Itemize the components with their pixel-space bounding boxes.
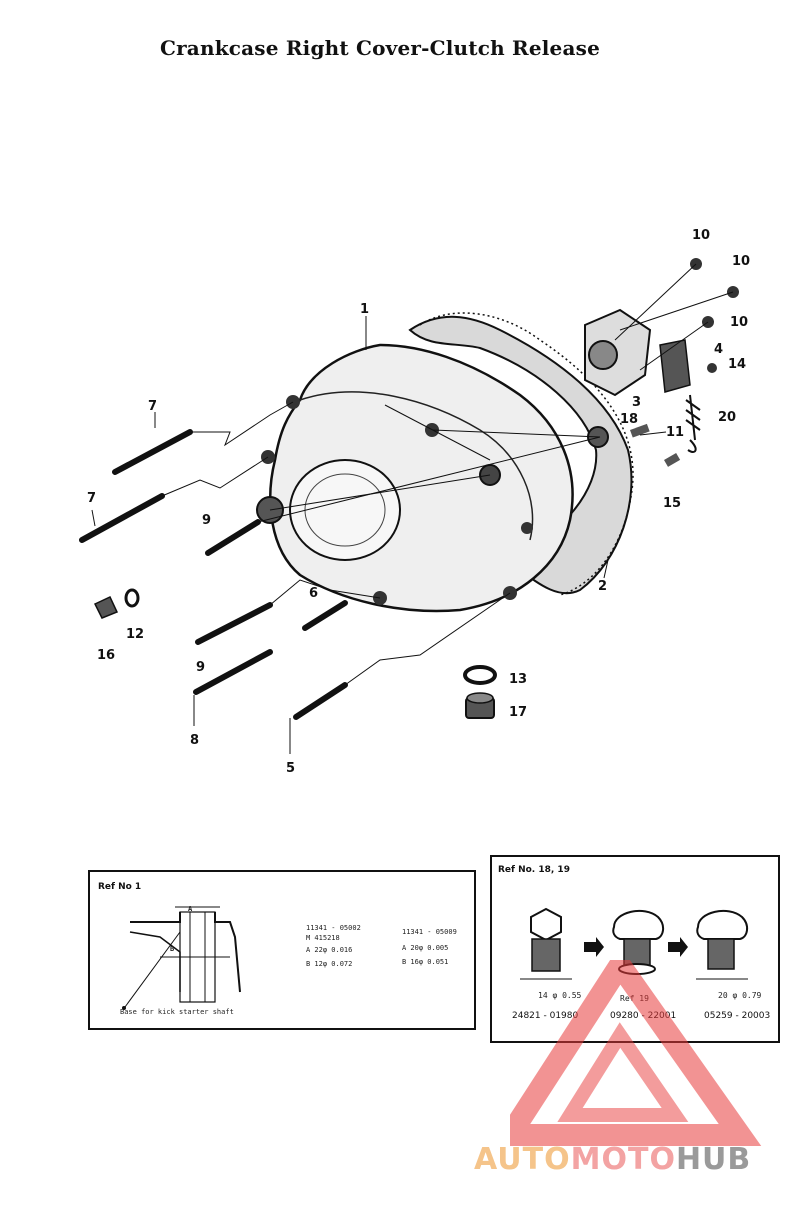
ref18-dim-right: 20 φ 0.79 xyxy=(718,991,762,1000)
ref1-dim-b: B xyxy=(170,945,175,953)
bolts-drawing xyxy=(79,429,348,720)
ref18-dim-left: 14 φ 0.55 xyxy=(538,991,582,1000)
watermark-logo-icon xyxy=(510,960,762,1146)
callout-9: 9 xyxy=(196,660,206,675)
callout-3: 3 xyxy=(632,395,642,410)
callout-5: 5 xyxy=(286,761,296,776)
cover-drawing xyxy=(256,343,609,613)
release-assembly-drawing xyxy=(584,258,739,467)
callout-4: 4 xyxy=(714,342,724,357)
watermark-moto: MOTO xyxy=(570,1142,676,1177)
ref1-col2-b: B 16φ 0.051 xyxy=(402,958,449,966)
ref1-col1-a: A 22φ 0.016 xyxy=(306,946,353,954)
callout-7: 7 xyxy=(87,491,97,506)
callout-16: 16 xyxy=(97,648,116,663)
ref18-part-3: 05259 - 20003 xyxy=(704,1011,771,1021)
ref18-title: Ref No. 18, 19 xyxy=(498,865,570,875)
callout-6: 6 xyxy=(309,586,319,601)
callout-12: 12 xyxy=(126,627,145,642)
ref1-title: Ref No 1 xyxy=(98,882,142,892)
ref1-drawing xyxy=(122,906,241,1010)
watermark-hub: HUB xyxy=(675,1142,752,1177)
small-parts-drawing xyxy=(93,588,497,719)
ref1-col1-model: M 415218 xyxy=(306,934,340,942)
callout-17: 17 xyxy=(509,705,528,720)
callout-2: 2 xyxy=(598,579,608,594)
ref18-part-1: 24821 - 01980 xyxy=(512,1011,579,1021)
page-title: Crankcase Right Cover-Clutch Release xyxy=(159,36,601,60)
ref1-col1-b: B 12φ 0.072 xyxy=(306,960,353,968)
ref1-col2-pn: 11341 - 05009 xyxy=(402,928,457,936)
callout-14: 14 xyxy=(728,357,747,372)
callout-9: 9 xyxy=(202,513,212,528)
callout-11: 11 xyxy=(666,425,685,440)
ref1-col1-pn: 11341 - 05002 xyxy=(306,924,361,932)
callout-18: 18 xyxy=(620,412,639,427)
callout-15: 15 xyxy=(663,496,682,511)
ref1-dim-a: A xyxy=(188,905,193,913)
ref1-col2-a: A 20φ 0.005 xyxy=(402,944,449,952)
callout-10: 10 xyxy=(732,254,751,269)
callout-1: 1 xyxy=(360,302,370,317)
ref1-caption: Base for kick starter shaft xyxy=(120,1008,234,1016)
ref1-box: Ref No 1 A B Base for kick starter shaft… xyxy=(88,870,476,1030)
leader-lines xyxy=(91,263,734,754)
watermark-auto: AUTO xyxy=(474,1142,571,1177)
callout-7: 7 xyxy=(148,399,158,414)
callout-8: 8 xyxy=(190,733,200,748)
callout-20: 20 xyxy=(718,410,737,425)
gasket-drawing xyxy=(408,312,634,596)
callout-10: 10 xyxy=(692,228,711,243)
callout-13: 13 xyxy=(509,672,528,687)
watermark-text: AUTOMOTOHUB xyxy=(474,1142,751,1177)
callout-10: 10 xyxy=(730,315,749,330)
